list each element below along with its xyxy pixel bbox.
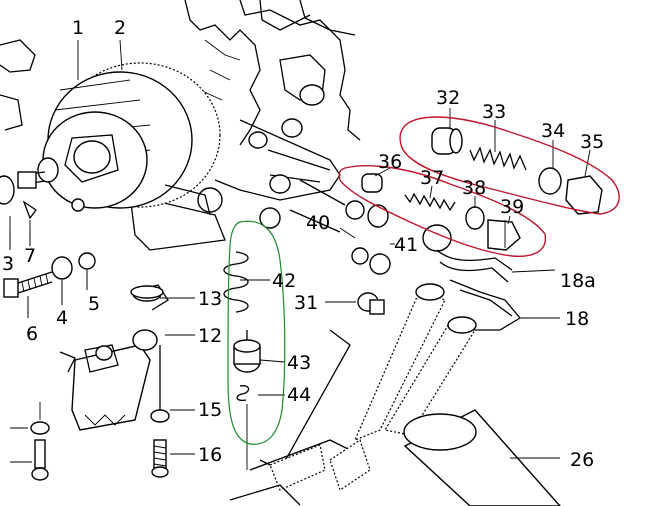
label-7: 7 bbox=[24, 245, 36, 267]
label-40: 40 bbox=[306, 212, 330, 234]
label-12: 12 bbox=[198, 325, 222, 347]
label-44: 44 bbox=[287, 384, 311, 406]
label-4: 4 bbox=[56, 307, 68, 329]
label-6: 6 bbox=[26, 323, 38, 345]
label-5: 5 bbox=[88, 293, 100, 315]
compressor-assembly bbox=[0, 39, 221, 216]
label-15: 15 bbox=[198, 399, 222, 421]
green-highlight-circle bbox=[227, 220, 286, 445]
label-43: 43 bbox=[287, 352, 311, 374]
label-26: 26 bbox=[570, 449, 594, 471]
red-highlight-circle-lower bbox=[338, 165, 547, 257]
label-31: 31 bbox=[294, 292, 318, 314]
label-13: 13 bbox=[198, 288, 222, 310]
label-42: 42 bbox=[272, 270, 296, 292]
bracket-assembly bbox=[10, 284, 170, 481]
spring-plunger-parts bbox=[223, 251, 261, 470]
label-39: 39 bbox=[500, 196, 524, 218]
label-1: 1 bbox=[72, 17, 84, 39]
engine-housing bbox=[129, 0, 361, 251]
label-18a: 18a bbox=[560, 270, 596, 292]
label-16: 16 bbox=[198, 444, 222, 466]
label-38: 38 bbox=[462, 177, 486, 199]
label-37: 37 bbox=[420, 167, 444, 189]
part-number-labels: 1 2 3 4 5 6 7 12 13 15 16 18 18a 26 31 3… bbox=[2, 17, 604, 471]
label-34: 34 bbox=[541, 120, 565, 142]
label-2: 2 bbox=[114, 17, 126, 39]
label-3: 3 bbox=[2, 253, 14, 275]
label-18: 18 bbox=[565, 308, 589, 330]
label-32: 32 bbox=[436, 87, 460, 109]
pressure-valve-parts bbox=[361, 127, 603, 251]
red-highlight-circle-upper bbox=[399, 116, 620, 215]
label-36: 36 bbox=[378, 151, 402, 173]
label-33: 33 bbox=[482, 101, 506, 123]
hose-assembly bbox=[229, 249, 561, 506]
leader-lines bbox=[9, 39, 591, 459]
label-35: 35 bbox=[580, 131, 604, 153]
label-41: 41 bbox=[394, 234, 418, 256]
center-valve-parts bbox=[345, 200, 452, 315]
left-small-parts bbox=[0, 175, 96, 318]
